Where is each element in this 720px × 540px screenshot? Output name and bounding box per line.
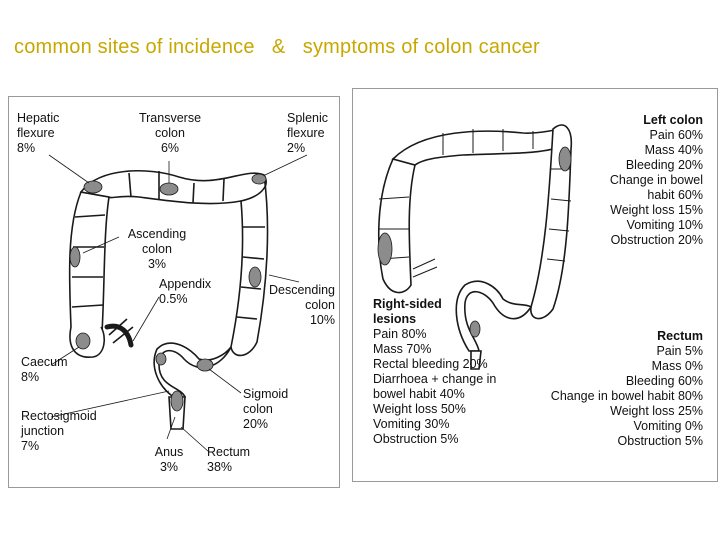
left-colon-symptoms: Left colon Pain 60% Mass 40% Bleeding 20… bbox=[609, 113, 703, 247]
colon-illustration-left bbox=[48, 154, 308, 453]
colon-illustration-right bbox=[377, 124, 573, 370]
symptom-lesion-markers bbox=[377, 146, 572, 338]
rectum-symptoms: Rectum Pain 5% Mass 0% Bleeding 60% Chan… bbox=[550, 329, 703, 448]
right-sided-lesions-symptoms: Right-sided lesions Pain 80% Mass 70% Re… bbox=[373, 297, 497, 446]
lesion-markers bbox=[69, 173, 267, 412]
symptoms-diagram-panel: Left colon Pain 60% Mass 40% Bleeding 20… bbox=[352, 88, 718, 482]
page-title: common sites of incidence & symptoms of … bbox=[14, 36, 540, 58]
leader-lines bbox=[48, 154, 308, 453]
